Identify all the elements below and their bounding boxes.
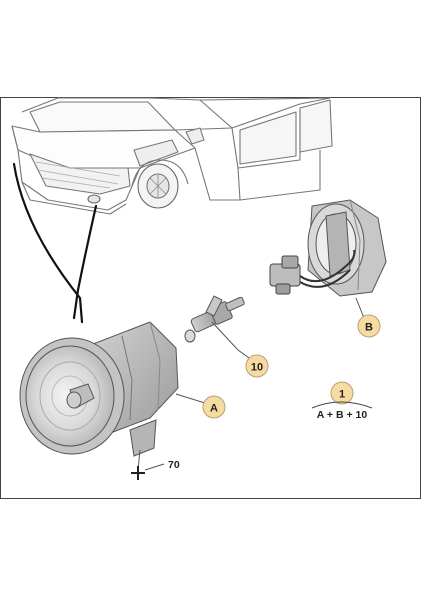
- vehicle-illustration: [11, 97, 333, 215]
- kit-brace: [311, 401, 373, 409]
- fog-lamp-housing: [19, 321, 179, 457]
- callout-b-label: B: [365, 322, 373, 334]
- kit-number-label: 1: [339, 389, 345, 401]
- lamp-holder-b: [307, 199, 387, 297]
- callout-70-label: 70: [168, 459, 180, 471]
- bulb-part: [184, 295, 245, 343]
- wiring-connector: [269, 249, 356, 295]
- callout-10-label: 10: [251, 362, 263, 374]
- callout-a-label: A: [210, 403, 218, 415]
- callout-10: 10: [245, 354, 269, 378]
- callout-a: A: [202, 395, 226, 419]
- callout-b: B: [357, 314, 381, 338]
- callout-70: 70: [131, 459, 180, 480]
- leader-lines: [12, 162, 98, 324]
- plus-marker-icon: [131, 466, 145, 480]
- kit-formula-label: A + B + 10: [317, 409, 368, 421]
- callout-1-kit: 1 A + B + 10: [311, 381, 373, 421]
